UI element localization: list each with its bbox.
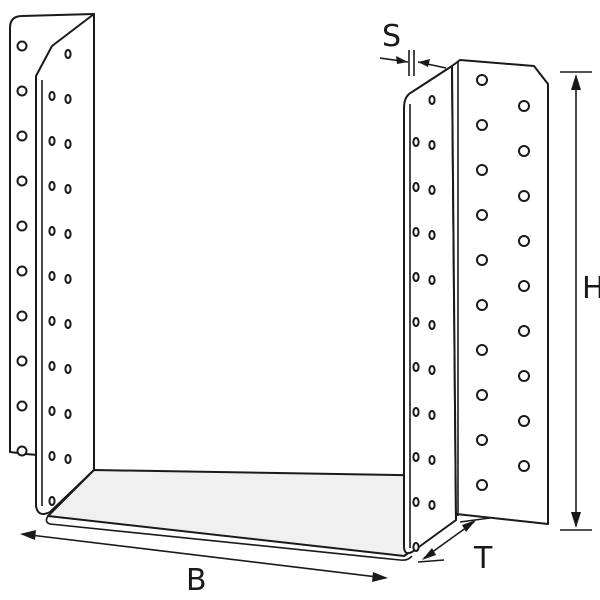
nail-hole: [412, 452, 420, 462]
dimension-s-label: S: [382, 19, 401, 54]
nail-hole: [16, 445, 28, 457]
nail-hole: [64, 94, 72, 104]
nail-hole: [64, 454, 72, 464]
nail-hole: [48, 316, 56, 326]
nail-hole: [476, 254, 488, 266]
nail-hole: [428, 320, 436, 330]
nail-hole: [48, 406, 56, 416]
nail-hole: [518, 190, 530, 202]
nail-hole: [476, 119, 488, 131]
nail-hole: [48, 496, 56, 506]
nail-hole: [16, 355, 28, 367]
left-side-plate: [35, 13, 95, 515]
nail-hole: [428, 230, 436, 240]
nail-hole: [16, 130, 28, 142]
dimension-t: T: [417, 517, 493, 576]
nail-hole: [412, 272, 420, 282]
dimension-s: S: [379, 19, 447, 76]
nail-hole: [428, 95, 436, 105]
nail-hole: [16, 175, 28, 187]
nail-hole: [64, 364, 72, 374]
nail-hole: [476, 164, 488, 176]
nail-hole: [412, 137, 420, 147]
nail-hole: [518, 100, 530, 112]
nail-hole: [518, 415, 530, 427]
nail-hole: [518, 145, 530, 157]
nail-hole: [64, 319, 72, 329]
nail-hole: [476, 434, 488, 446]
nail-hole: [518, 280, 530, 292]
dimension-b: B: [20, 530, 388, 598]
nail-hole: [476, 389, 488, 401]
nail-hole: [16, 400, 28, 412]
nail-hole: [476, 479, 488, 491]
nail-hole: [48, 136, 56, 146]
nail-hole: [64, 49, 72, 59]
dimension-h: H: [560, 71, 600, 531]
dimension-b-label: B: [186, 563, 207, 598]
nail-hole: [48, 181, 56, 191]
nail-hole: [412, 362, 420, 372]
nail-hole: [16, 85, 28, 97]
nail-hole: [476, 344, 488, 356]
right-side-plate: [403, 65, 457, 555]
nail-hole: [518, 235, 530, 247]
nail-hole: [428, 365, 436, 375]
nail-hole: [428, 500, 436, 510]
nail-hole: [16, 265, 28, 277]
left-flange-holes: [16, 40, 28, 457]
nail-hole: [412, 497, 420, 507]
right-flange: [451, 59, 549, 525]
right-flange-holes: [476, 74, 530, 491]
nail-hole: [412, 407, 420, 417]
nail-hole: [476, 209, 488, 221]
nail-hole: [412, 182, 420, 192]
nail-hole: [48, 361, 56, 371]
nail-hole: [428, 140, 436, 150]
nail-hole: [428, 410, 436, 420]
nail-hole: [64, 229, 72, 239]
nail-hole: [16, 220, 28, 232]
nail-hole: [64, 274, 72, 284]
nail-hole: [476, 299, 488, 311]
nail-hole: [16, 310, 28, 322]
dimension-h-label: H: [582, 271, 600, 306]
nail-hole: [48, 451, 56, 461]
nail-hole: [428, 185, 436, 195]
nail-hole: [428, 275, 436, 285]
nail-hole: [48, 91, 56, 101]
nail-hole: [518, 370, 530, 382]
right-side-plate-holes: [412, 95, 436, 552]
nail-hole: [412, 542, 420, 552]
left-side-plate-holes: [48, 49, 72, 506]
nail-hole: [64, 139, 72, 149]
nail-hole: [518, 460, 530, 472]
bottom-seat: [45, 469, 457, 561]
nail-hole: [476, 74, 488, 86]
nail-hole: [16, 40, 28, 52]
nail-hole: [518, 325, 530, 337]
nail-hole: [412, 317, 420, 327]
dimension-t-label: T: [473, 541, 493, 576]
nail-hole: [64, 409, 72, 419]
nail-hole: [412, 227, 420, 237]
nail-hole: [428, 455, 436, 465]
nail-hole: [48, 226, 56, 236]
nail-hole: [64, 184, 72, 194]
nail-hole: [48, 271, 56, 281]
